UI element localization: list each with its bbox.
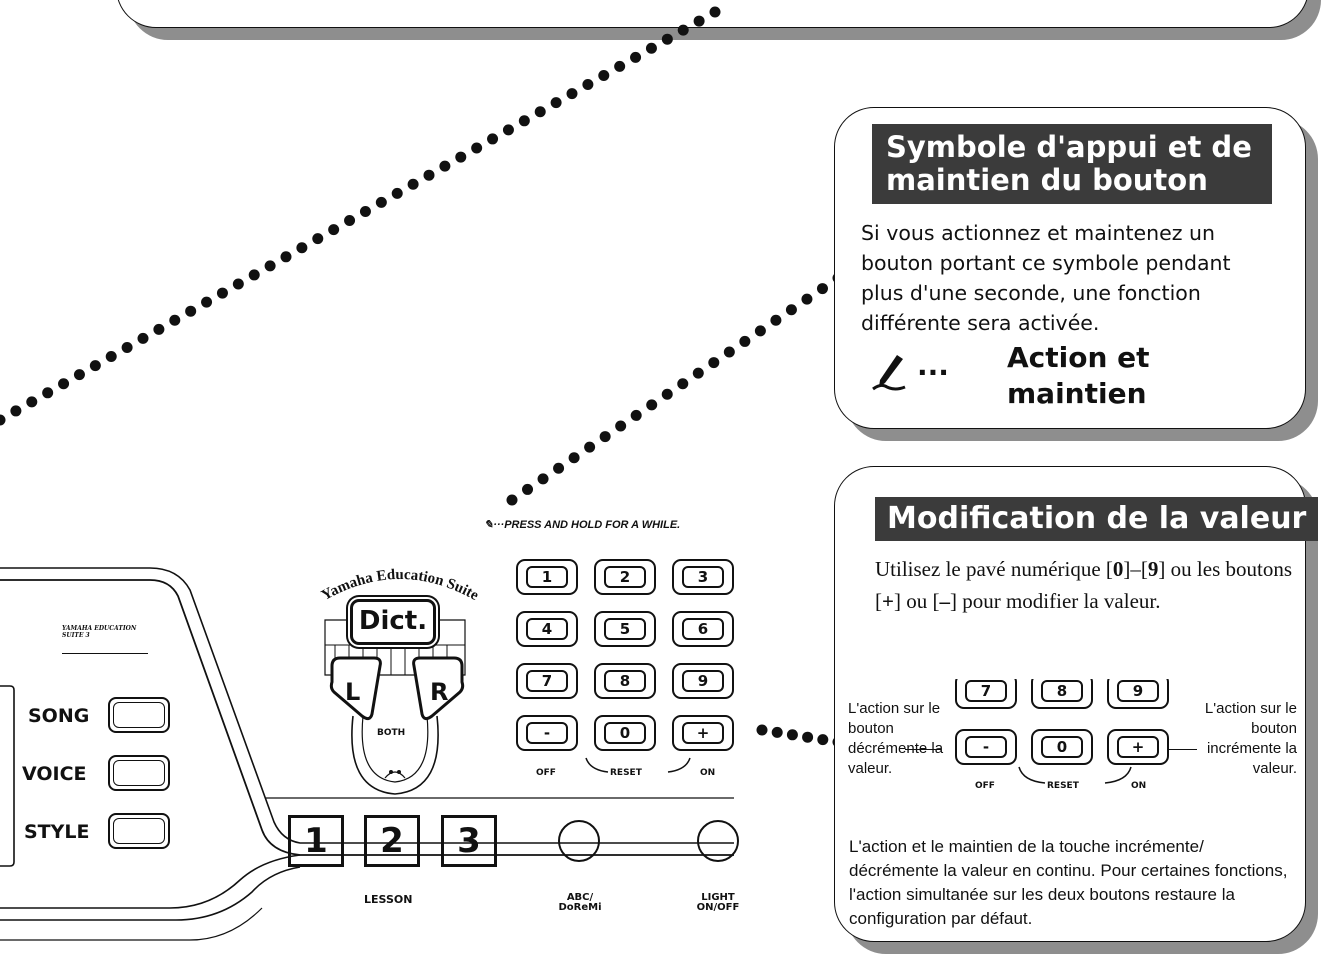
increment-pointer-line: [1161, 749, 1197, 750]
key-6[interactable]: 6: [672, 611, 734, 647]
key-4[interactable]: 4: [516, 611, 578, 647]
abc-doremi-button[interactable]: [558, 820, 600, 862]
mini-key-7[interactable]: 7: [955, 679, 1017, 709]
key-label: 1: [541, 568, 553, 586]
abc-doremi-label: ABC/ DoReMi: [558, 892, 602, 913]
hold-symbol-description: Si vous actionnez et maintenez un bouton…: [861, 221, 1231, 335]
yes-arch-title: Yamaha Education Suite: [319, 567, 481, 604]
mini-reset-label: RESET: [1047, 781, 1079, 791]
mini-keypad-top-row: 7 8 9: [955, 679, 1170, 709]
hold-symbol-title: Symbole d'appui et de maintien du bouton: [872, 124, 1272, 204]
keypad-reset-label: RESET: [610, 768, 642, 778]
key-1[interactable]: 1: [516, 559, 578, 595]
value-change-title: Modification de la valeur: [875, 497, 1319, 541]
mini-key-0[interactable]: 0: [1031, 729, 1093, 765]
key-label: 2: [619, 568, 631, 586]
hold-hint: ✎···PRESS AND HOLD FOR A WHILE.: [484, 519, 681, 531]
mini-key-8[interactable]: 8: [1031, 679, 1093, 709]
key-0[interactable]: 0: [594, 715, 656, 751]
mini-key-plus[interactable]: +: [1107, 729, 1169, 765]
hold-symbol-label: Action et maintien: [1007, 341, 1150, 410]
key-label: 6: [697, 620, 709, 638]
key-label: 7: [541, 672, 553, 690]
voice-button[interactable]: [108, 755, 170, 791]
key-minus[interactable]: -: [516, 715, 578, 751]
key-label: 8: [619, 672, 631, 690]
value-change-panel: Modification de la valeur Utilisez le pa…: [834, 466, 1319, 942]
increment-note: L'action sur le bouton incrémente la val…: [1204, 700, 1297, 777]
decrement-note: L'action sur le bouton décrémente la val…: [848, 700, 944, 777]
key-9[interactable]: 9: [672, 663, 734, 699]
key-label: 9: [697, 672, 709, 690]
press-hold-symbol-icon: [872, 355, 906, 391]
style-button[interactable]: [108, 813, 170, 849]
lr-buttons: [329, 656, 465, 721]
key-label: -: [543, 724, 551, 742]
key-7[interactable]: 7: [516, 663, 578, 699]
mini-key-minus[interactable]: -: [955, 729, 1017, 765]
key-2[interactable]: 2: [594, 559, 656, 595]
key-label: 4: [541, 620, 553, 638]
voice-label: VOICE: [22, 763, 87, 785]
left-hand-button[interactable]: L: [345, 678, 361, 706]
value-change-intro: Utilisez le pavé numérique [0]–[9] ou le…: [875, 557, 1292, 613]
dict-button-label: Dict.: [358, 606, 428, 636]
key-label: 3: [697, 568, 709, 586]
light-label: LIGHT ON/OFF: [696, 892, 740, 913]
mini-reset-bracket: [1018, 766, 1132, 784]
song-label: SONG: [28, 705, 90, 727]
lesson-button-3[interactable]: 3: [441, 815, 497, 867]
key-8[interactable]: 8: [594, 663, 656, 699]
lesson-label: LESSON: [364, 893, 413, 906]
ellipsis: ···: [917, 356, 949, 389]
light-button[interactable]: [697, 820, 739, 862]
value-change-footer: L'action et le maintien de la touche inc…: [849, 837, 1288, 928]
lesson-button-1[interactable]: 1: [288, 815, 344, 867]
key-5[interactable]: 5: [594, 611, 656, 647]
mini-off-label: OFF: [975, 781, 995, 791]
key-plus[interactable]: +: [672, 715, 734, 751]
song-button[interactable]: [108, 697, 170, 733]
right-hand-button[interactable]: R: [430, 678, 449, 706]
yes-logo: YAMAHA EDUCATION SUITE 3: [62, 625, 148, 654]
keypad-on-label: ON: [700, 768, 716, 778]
keypad-off-label: OFF: [536, 768, 556, 778]
both-label: BOTH: [377, 728, 406, 738]
decrement-pointer-line: [905, 749, 941, 750]
key-label: +: [696, 724, 710, 742]
key-label: 0: [619, 724, 631, 742]
style-label: STYLE: [24, 821, 90, 843]
hold-symbol-panel: Symbole d'appui et de maintien du bouton…: [834, 107, 1306, 429]
dict-button[interactable]: Dict.: [350, 599, 436, 645]
hold-hint-icon: ✎: [484, 519, 494, 531]
mini-key-9[interactable]: 9: [1107, 679, 1169, 709]
lesson-button-2[interactable]: 2: [364, 815, 420, 867]
keypad-reset-bracket: [585, 757, 691, 773]
mini-on-label: ON: [1131, 781, 1147, 791]
key-3[interactable]: 3: [672, 559, 734, 595]
key-label: 5: [619, 620, 631, 638]
